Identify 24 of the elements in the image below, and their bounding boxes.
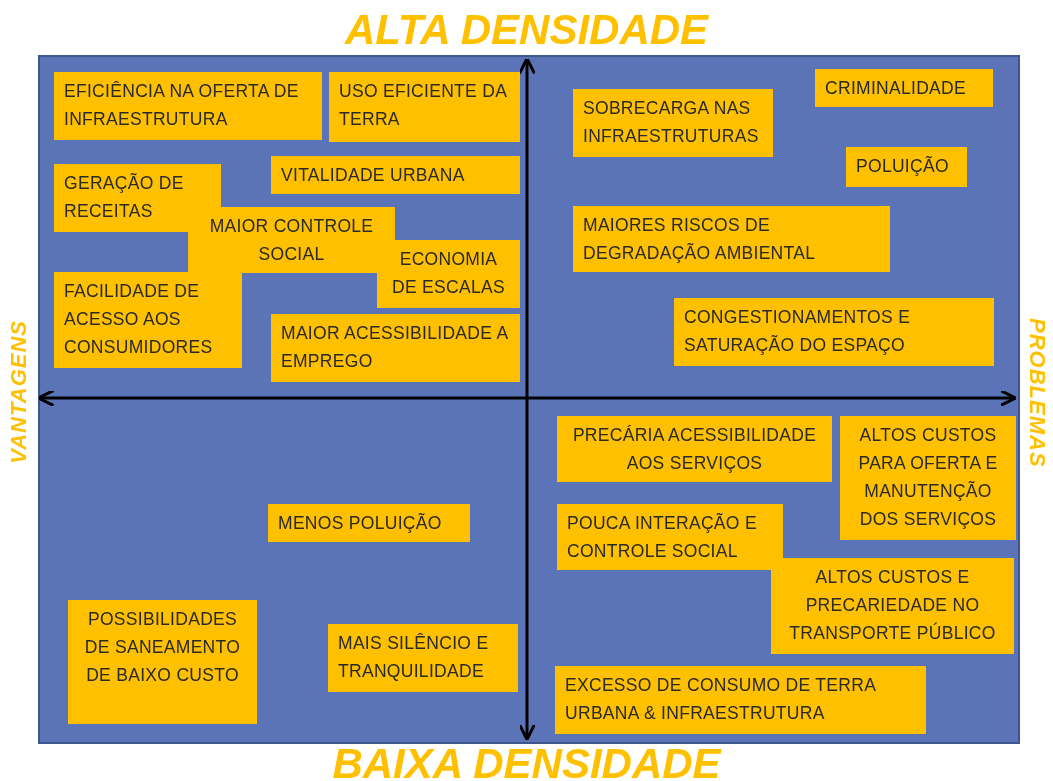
text-box: MAIOR ACESSIBILIDADE A EMPREGO — [271, 314, 520, 382]
title: ALTA DENSIDADE — [343, 8, 710, 52]
text-box: POLUIÇÃO — [846, 147, 967, 187]
text-box: FACILIDADE DE ACESSO AOS CONSUMIDORES — [54, 272, 242, 368]
text-box: EFICIÊNCIA NA OFERTA DE INFRAESTRUTURA — [54, 72, 322, 140]
text-box: MENOS POLUIÇÃO — [268, 504, 470, 542]
text-box: ALTOS CUSTOS PARA OFERTA E MANUTENÇÃO DOS SERVIÇOS — [840, 416, 1016, 540]
text-box: ALTOS CUSTOS E PRECARIEDADE NO TRANSPORTE PÚBLICO — [771, 558, 1014, 654]
text-box: EXCESSO DE CONSUMO DE TERRA URBANA & INFRAESTRUTURA — [555, 666, 926, 734]
axis-label: PROBLEMAS — [1024, 318, 1050, 468]
text-box: ECONOMIA DE ESCALAS — [377, 240, 520, 308]
text-box: PRECÁRIA ACESSIBILIDADE AOS SERVIÇOS — [557, 416, 832, 482]
axis-label: VANTAGENS — [6, 320, 32, 464]
text-box: CRIMINALIDADE — [815, 69, 993, 107]
caption: BAIXA DENSIDADE — [331, 742, 723, 781]
text-box: MAIOR CONTROLE SOCIAL — [188, 207, 395, 273]
text-box: POSSIBILIDADES DE SANEAMENTO DE BAIXO CUSTO — [68, 600, 257, 724]
text-box: CONGESTIONAMENTOS E SATURAÇÃO DO ESPAÇO — [674, 298, 994, 366]
text-box: USO EFICIENTE DA TERRA — [329, 72, 520, 142]
text-box: MAIS SILÊNCIO E TRANQUILIDADE — [328, 624, 518, 692]
text-box: SOBRECARGA NAS INFRAESTRUTURAS — [573, 89, 773, 157]
text-box: POUCA INTERAÇÃO E CONTROLE SOCIAL — [557, 504, 783, 570]
text-box: MAIORES RISCOS DE DEGRADAÇÃO AMBIENTAL — [573, 206, 890, 272]
text-box: VITALIDADE URBANA — [271, 156, 520, 194]
